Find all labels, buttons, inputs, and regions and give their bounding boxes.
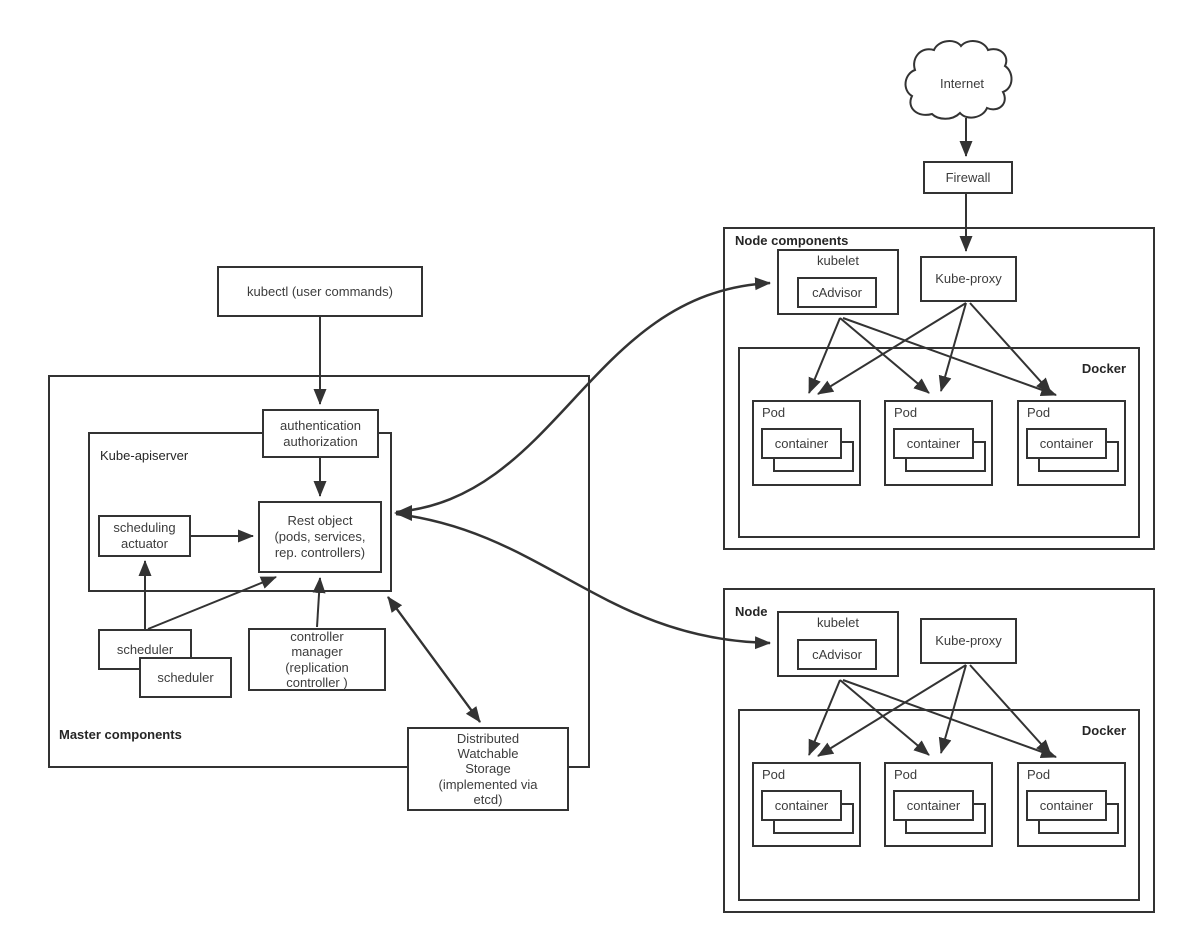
authentication-authorization-box: authentication authorization — [262, 409, 379, 458]
arrow-top-kubelet-to-pod2 — [839, 317, 930, 394]
kube-apiserver-frame: Kube-apiserver — [88, 432, 392, 592]
bottom-cadvisor-box: cAdvisor — [797, 639, 877, 670]
bottom-kube-proxy-box: Kube-proxy — [920, 618, 1017, 664]
curve-rest-object-to-top-kubelet — [395, 277, 771, 514]
firewall-box: Firewall — [923, 161, 1013, 194]
rest-object-box: Rest object (pods, services, rep. contro… — [258, 501, 382, 573]
arrow-top-kubelet-to-pod3 — [842, 317, 1057, 397]
distributed-watchable-storage-box: Distributed Watchable Storage (implement… — [407, 727, 569, 811]
node-components-label: Node components — [735, 233, 849, 248]
scheduler-front-box: scheduler — [139, 657, 232, 698]
controller-manager-box: controller manager (replication controll… — [248, 628, 386, 691]
bottom-pod-2-label: Pod — [894, 767, 918, 782]
top-docker-frame: Docker — [738, 347, 1140, 538]
top-pod-1-label: Pod — [762, 405, 786, 420]
master-components-frame: Master components — [48, 375, 590, 768]
arrow-top-kubelet-to-pod1 — [808, 317, 841, 394]
arrow-storage-to-rest-object — [387, 596, 481, 723]
top-pod-3-label: Pod — [1027, 405, 1051, 420]
bottom-kubelet-label: kubelet — [817, 615, 859, 630]
top-docker-label: Docker — [1081, 361, 1126, 376]
kubectl-box: kubectl (user commands) — [217, 266, 423, 317]
arrow-bottom-kubelet-to-pod2 — [839, 679, 930, 756]
node-label: Node — [735, 604, 768, 619]
top-kube-proxy-box: Kube-proxy — [920, 256, 1017, 302]
internet-cloud-label: Internet — [939, 75, 985, 91]
node-components-frame: Node components — [723, 227, 1155, 550]
top-cadvisor-box: cAdvisor — [797, 277, 877, 308]
bottom-docker-label: Docker — [1081, 723, 1126, 738]
arrow-bottom-kubelet-to-pod3 — [842, 679, 1057, 759]
top-kubelet-label: kubelet — [817, 253, 859, 268]
master-components-label: Master components — [59, 727, 182, 742]
kube-apiserver-label: Kube-apiserver — [100, 448, 189, 463]
curve-rest-object-to-bottom-kubelet — [395, 512, 771, 650]
top-pod-2-container-box: container — [893, 428, 974, 459]
bottom-docker-frame: Docker — [738, 709, 1140, 901]
top-pod-3-container-box: container — [1026, 428, 1107, 459]
bottom-pod-3-container-box: container — [1026, 790, 1107, 821]
bottom-pod-3-label: Pod — [1027, 767, 1051, 782]
arrow-scheduler-to-rest-object — [147, 576, 277, 630]
arrow-bottom-kubelet-to-pod1 — [808, 679, 841, 756]
scheduling-actuator-box: scheduling actuator — [98, 515, 191, 557]
bottom-pod-2-container-box: container — [893, 790, 974, 821]
arrow-controller-manager-to-rest-object — [312, 577, 326, 628]
top-pod-2-label: Pod — [894, 405, 918, 420]
top-pod-1-container-box: container — [761, 428, 842, 459]
node-frame: Node — [723, 588, 1155, 913]
bottom-pod-1-label: Pod — [762, 767, 786, 782]
arrowhead-into-rest-object — [394, 505, 412, 521]
bottom-pod-1-container-box: container — [761, 790, 842, 821]
internet-cloud-shape — [904, 40, 1013, 120]
